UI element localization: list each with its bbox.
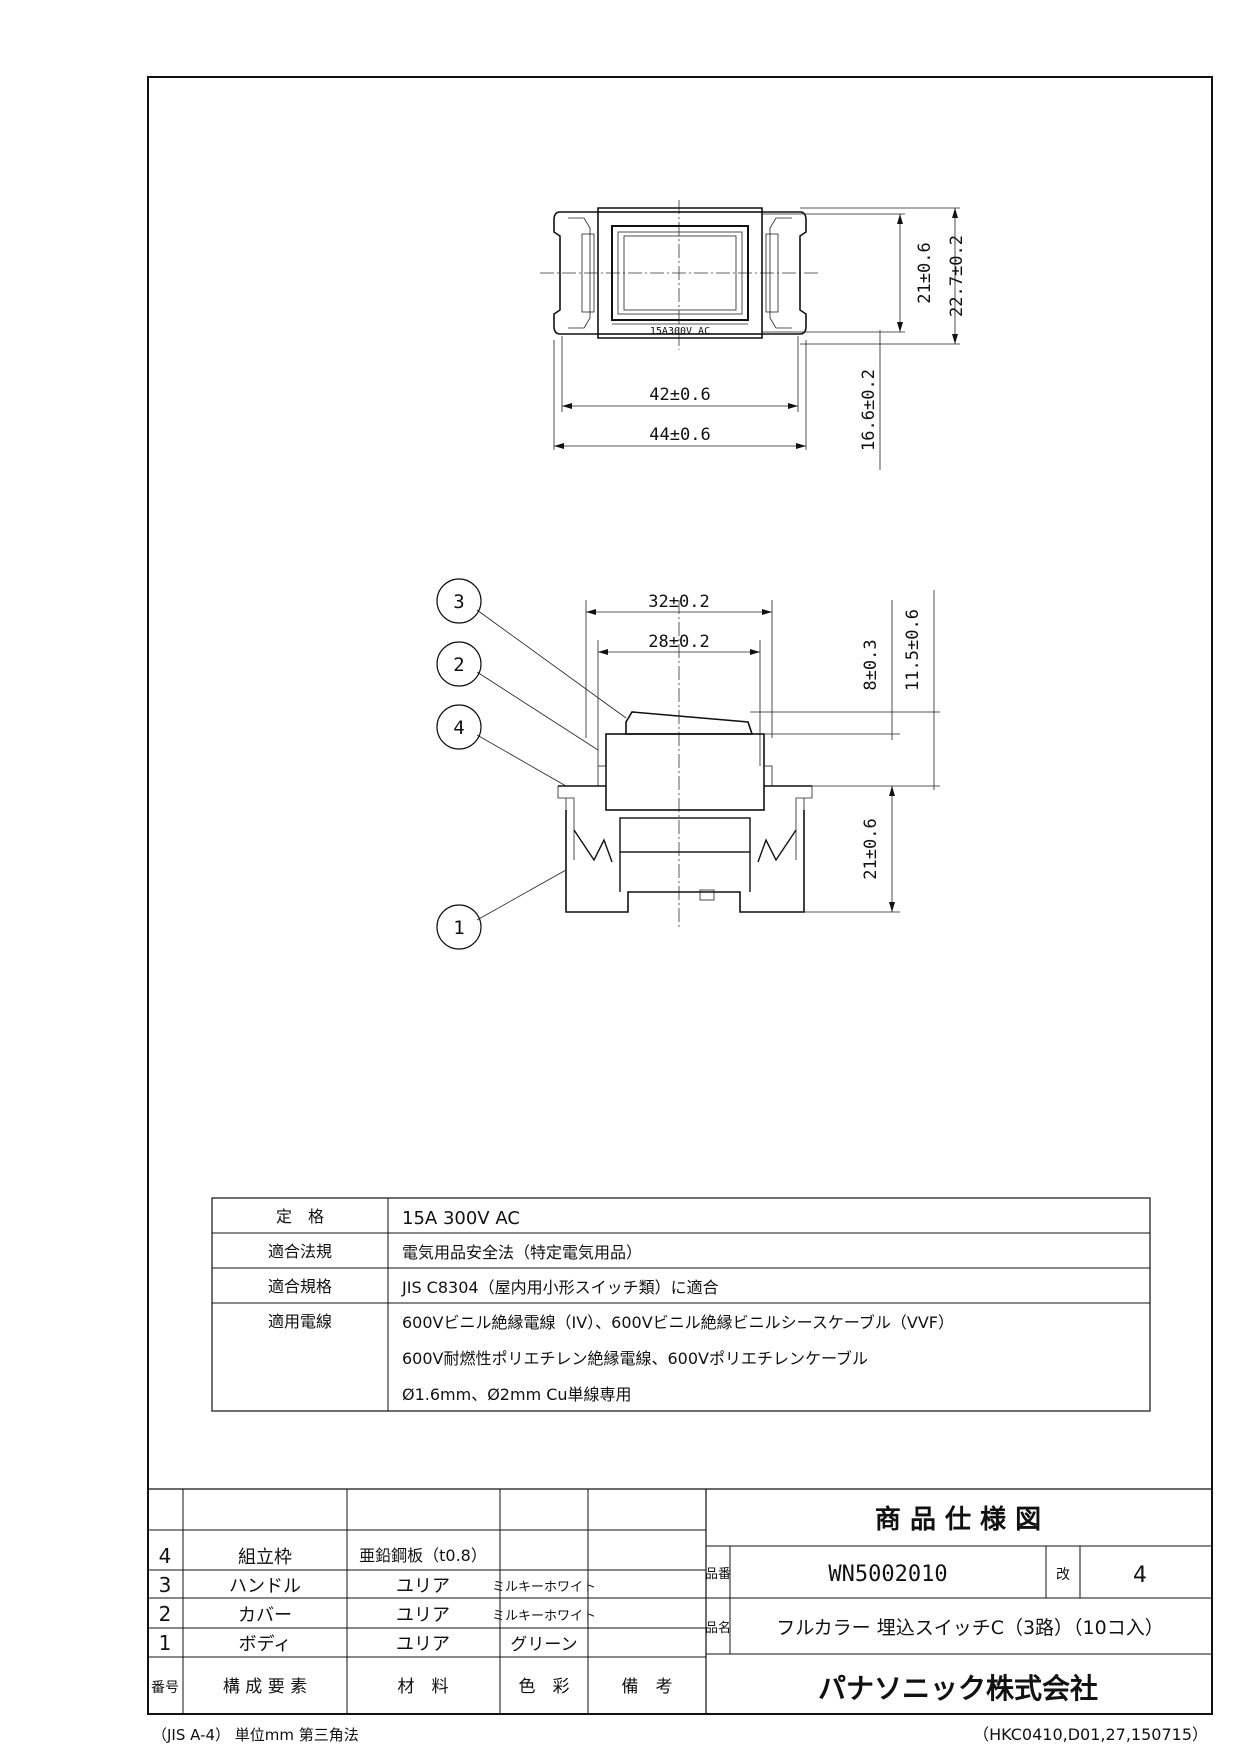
part-name-1: ボディ [239,1634,292,1655]
balloon-label-1: 1 [453,917,464,939]
part-no-1: 1 [159,1631,172,1655]
balloon-1 [436,904,482,950]
part-material-2: ユリア [396,1605,450,1626]
part-name-4: 組立枠 [238,1547,292,1568]
top-view: 15A300V AC 42±0.6 44±0.6 21±0.6 22.7±0.2 [540,200,967,470]
spec-value-wire-1: 600Vビニル絶縁電線（IV）、600Vビニル絶縁ビニルシースケーブル（VVF） [402,1313,954,1332]
dim-depth: 16.6±0.2 [859,369,879,451]
part-no-3: 3 [159,1573,172,1597]
spec-label-standard: 適合規格 [268,1277,332,1296]
dim-lower: 21±0.6 [861,818,881,879]
product-label: 品名 [705,1620,731,1636]
footer-left: （JIS A-4） 単位mm 第三角法 [152,1726,359,1744]
dim-height-inner: 21±0.6 [915,242,935,303]
balloon-2 [436,641,482,687]
spec-label-rating: 定 格 [276,1207,324,1226]
spec-value-law: 電気用品安全法（特定電気用品） [402,1243,642,1262]
part-no-2: 2 [159,1602,172,1626]
dim-handle: 8±0.3 [861,639,881,690]
product-name: フルカラー 埋込スイッチC（3路）（10コ入） [776,1617,1164,1639]
sheet-frame [147,76,1213,1715]
balloon-3 [436,578,482,624]
dim-height-outer: 22.7±0.2 [947,235,967,317]
spec-value-wire-2: 600V耐燃性ポリエチレン絶縁電線、600Vポリエチレンケーブル [402,1349,868,1368]
balloon-label-4: 4 [453,717,464,739]
side-view: 32±0.2 28±0.2 8±0.3 11.5±0.6 21±0.6 3 2 … [436,578,940,950]
part-color-1: グリーン [510,1635,577,1655]
spec-value-rating: 15A 300V AC [402,1208,520,1229]
header-no: 番号 [151,1680,179,1696]
spec-value-standard: JIS C8304（屋内用小形スイッチ類）に適合 [401,1278,719,1297]
part-material-3: ユリア [396,1576,450,1597]
part-name-3: ハンドル [229,1576,301,1597]
title: 商 品 仕 様 図 [875,1504,1041,1535]
balloon-4 [436,704,482,750]
dim-top-inner: 28±0.2 [648,632,709,652]
footer-right: （HKC0410,D01,27,150715） [973,1725,1208,1744]
spec-table: 定 格 適合法規 適合規格 適用電線 15A 300V AC 電気用品安全法（特… [211,1197,1151,1412]
dim-top-outer: 32±0.2 [648,592,709,612]
header-material: 材 料 [398,1677,449,1697]
dim-upper: 11.5±0.6 [903,609,923,691]
revision-number: 4 [1133,1563,1147,1588]
balloon-label-2: 2 [453,654,464,676]
spec-value-wire-3: Ø1.6mm、Ø2mm Cu単線専用 [402,1385,632,1404]
part-number: WN5002010 [828,1562,947,1587]
revision-label: 改 [1056,1567,1070,1583]
part-name-2: カバー [238,1605,292,1626]
parts-table: 4 組立枠 亜鉛鋼板（t0.8） 3 ハンドル ユリア ミルキーホワイト 2 カ… [148,1488,1212,1714]
part-color-2: ミルキーホワイト [492,1609,596,1624]
dim-width-outer: 44±0.6 [649,425,710,445]
title-block: 商 品 仕 様 図 品番 WN5002010 改 4 品名 フルカラー 埋込スイ… [705,1504,1212,1705]
header-remark: 備 考 [622,1677,673,1697]
spec-label-wire: 適用電線 [268,1312,332,1331]
part-color-3: ミルキーホワイト [492,1580,596,1595]
dim-width-inner: 42±0.6 [649,385,710,405]
header-name: 構 成 要 素 [223,1677,307,1697]
balloon-label-3: 3 [453,591,464,613]
part-material-1: ユリア [396,1634,450,1655]
rating-mark: 15A300V AC [650,326,710,337]
part-no-label: 品番 [705,1567,731,1582]
company-name: パナソニック株式会社 [818,1672,1098,1705]
part-material-4: 亜鉛鋼板（t0.8） [359,1546,487,1565]
header-color: 色 彩 [519,1677,570,1697]
spec-label-law: 適合法規 [268,1242,332,1261]
part-no-4: 4 [159,1544,172,1568]
